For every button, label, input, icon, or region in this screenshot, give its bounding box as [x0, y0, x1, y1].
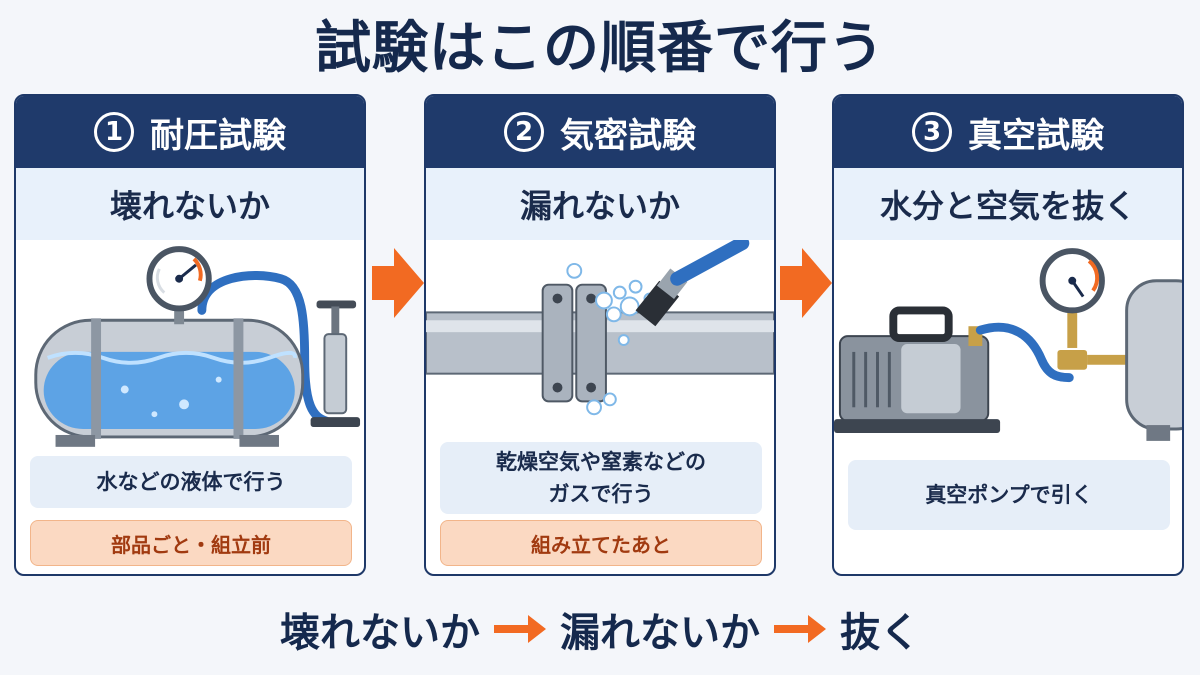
flow-item: 壊れないか: [280, 610, 480, 656]
arrow-right-icon: [494, 615, 546, 643]
step-header: 2 気密試験: [426, 96, 774, 168]
arrow-right-icon: [780, 248, 832, 318]
step-number: 2: [504, 112, 544, 152]
page-title: 試験はこの順番で行う: [315, 16, 885, 81]
step-name: 気密試験: [560, 115, 696, 156]
step-description-line: ガスで行う: [548, 482, 654, 506]
flow-item: 抜く: [840, 610, 920, 656]
flow-summary: 壊れないか 漏れないか 抜く: [0, 596, 1200, 662]
step-header: 3 真空試験: [834, 96, 1182, 168]
step-name: 真空試験: [968, 115, 1104, 156]
step-number: 1: [94, 112, 134, 152]
hose: [197, 271, 331, 426]
step-card-pressure-test: 1 耐圧試験 壊れないか: [14, 94, 366, 576]
vacuum-illustration: [834, 248, 1182, 441]
gauge-icon: [146, 246, 212, 325]
step-description: 乾燥空気や窒素などの ガスで行う: [440, 442, 762, 514]
arrow-right-icon: [774, 615, 826, 643]
step-purpose: 水分と空気を抜く: [834, 168, 1182, 240]
tank-icon: [1125, 279, 1182, 441]
pipe-flange-icon: [426, 283, 774, 403]
step-purpose: 壊れないか: [16, 168, 364, 240]
step-card-vacuum-test: 3 真空試験 水分と空気を抜く 真空ポンプで引く: [832, 94, 1184, 576]
step-number: 3: [912, 112, 952, 152]
step-description-line: 乾燥空気や窒素などの: [496, 450, 706, 474]
brush-icon: [635, 240, 750, 327]
tank-illustration: [34, 246, 361, 447]
step-purpose: 漏れないか: [426, 168, 774, 240]
tank-icon: [34, 318, 305, 447]
arrow-right-icon: [372, 248, 424, 318]
step-name: 耐圧試験: [150, 115, 286, 156]
pipe-illustration: [426, 240, 774, 416]
gauge-icon: [1039, 248, 1105, 370]
step-timing: 部品ごと・組立前: [30, 520, 352, 566]
hand-pump-icon: [310, 300, 361, 428]
step-description: 水などの液体で行う: [30, 456, 352, 508]
step-header: 1 耐圧試験: [16, 96, 364, 168]
step-timing: 組み立てたあと: [440, 520, 762, 566]
vacuum-pump-icon: [834, 306, 1001, 433]
step-card-airtight-test: 2 気密試験 漏れないか 乾燥空気や窒素などの ガスで行う: [424, 94, 776, 576]
flow-item: 漏れないか: [560, 610, 760, 656]
step-description: 真空ポンプで引く: [848, 460, 1170, 530]
